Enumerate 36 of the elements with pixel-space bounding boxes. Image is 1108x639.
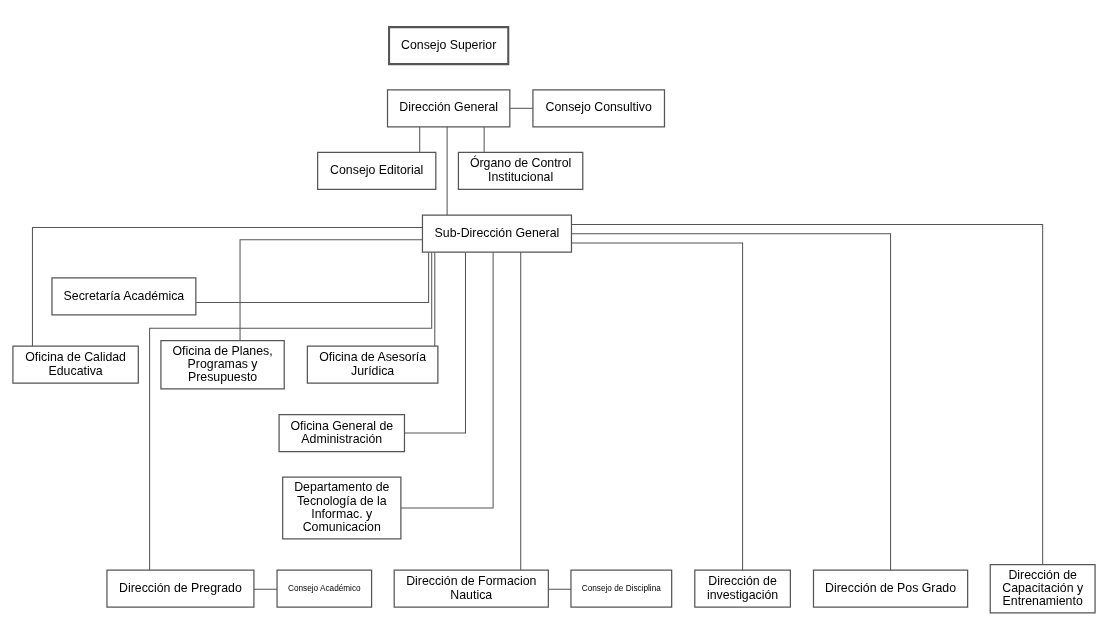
node-box: Dirección de Formacion Nautica: [393, 569, 549, 608]
node-box: Consejo Académico: [276, 569, 373, 608]
node-box: Consejo Editorial: [317, 151, 437, 190]
node-box: Oficina de Calidad Educativa: [12, 345, 139, 384]
node-box: Consejo de Disciplina: [570, 569, 673, 608]
node-box: Consejo Consultivo: [532, 88, 666, 127]
connector: [253, 588, 278, 590]
connector: [419, 126, 421, 153]
connector: [571, 232, 892, 571]
connector: [404, 251, 466, 434]
connector: [31, 226, 423, 347]
connector: [149, 251, 433, 570]
node-box: Oficina General de Administración: [278, 413, 406, 452]
connector: [483, 126, 485, 153]
node-box: Secretaría Académica: [51, 276, 197, 315]
node-box: Dirección de investigación: [694, 569, 791, 608]
connector: [571, 223, 1044, 565]
connector: [547, 588, 572, 590]
node-box: Dirección de Pregrado: [106, 569, 255, 608]
node-box: Dirección de Capacitación y Entrenamiento: [989, 563, 1096, 613]
node-box: Dirección de Pos Grado: [812, 569, 969, 608]
node-box: Dirección General: [386, 88, 511, 127]
connector: [239, 238, 423, 341]
connector: [195, 251, 430, 303]
connector: [446, 125, 448, 216]
connector: [520, 251, 522, 570]
node-box: Órgano de Control Institucional: [457, 151, 584, 190]
node-box: Consejo Superior: [388, 25, 510, 65]
connector: [571, 241, 744, 571]
connector: [434, 251, 436, 346]
node-box: Sub-Dirección General: [421, 214, 573, 253]
connector: [509, 107, 534, 109]
node-box: Departamento de Tecnología de la Informac. y Comunicacion: [282, 476, 402, 539]
node-box: Oficina de Planes, Programas y Presupuesto: [160, 339, 285, 389]
connector: [400, 251, 494, 509]
node-box: Oficina de Asesoría Jurídica: [306, 345, 439, 384]
